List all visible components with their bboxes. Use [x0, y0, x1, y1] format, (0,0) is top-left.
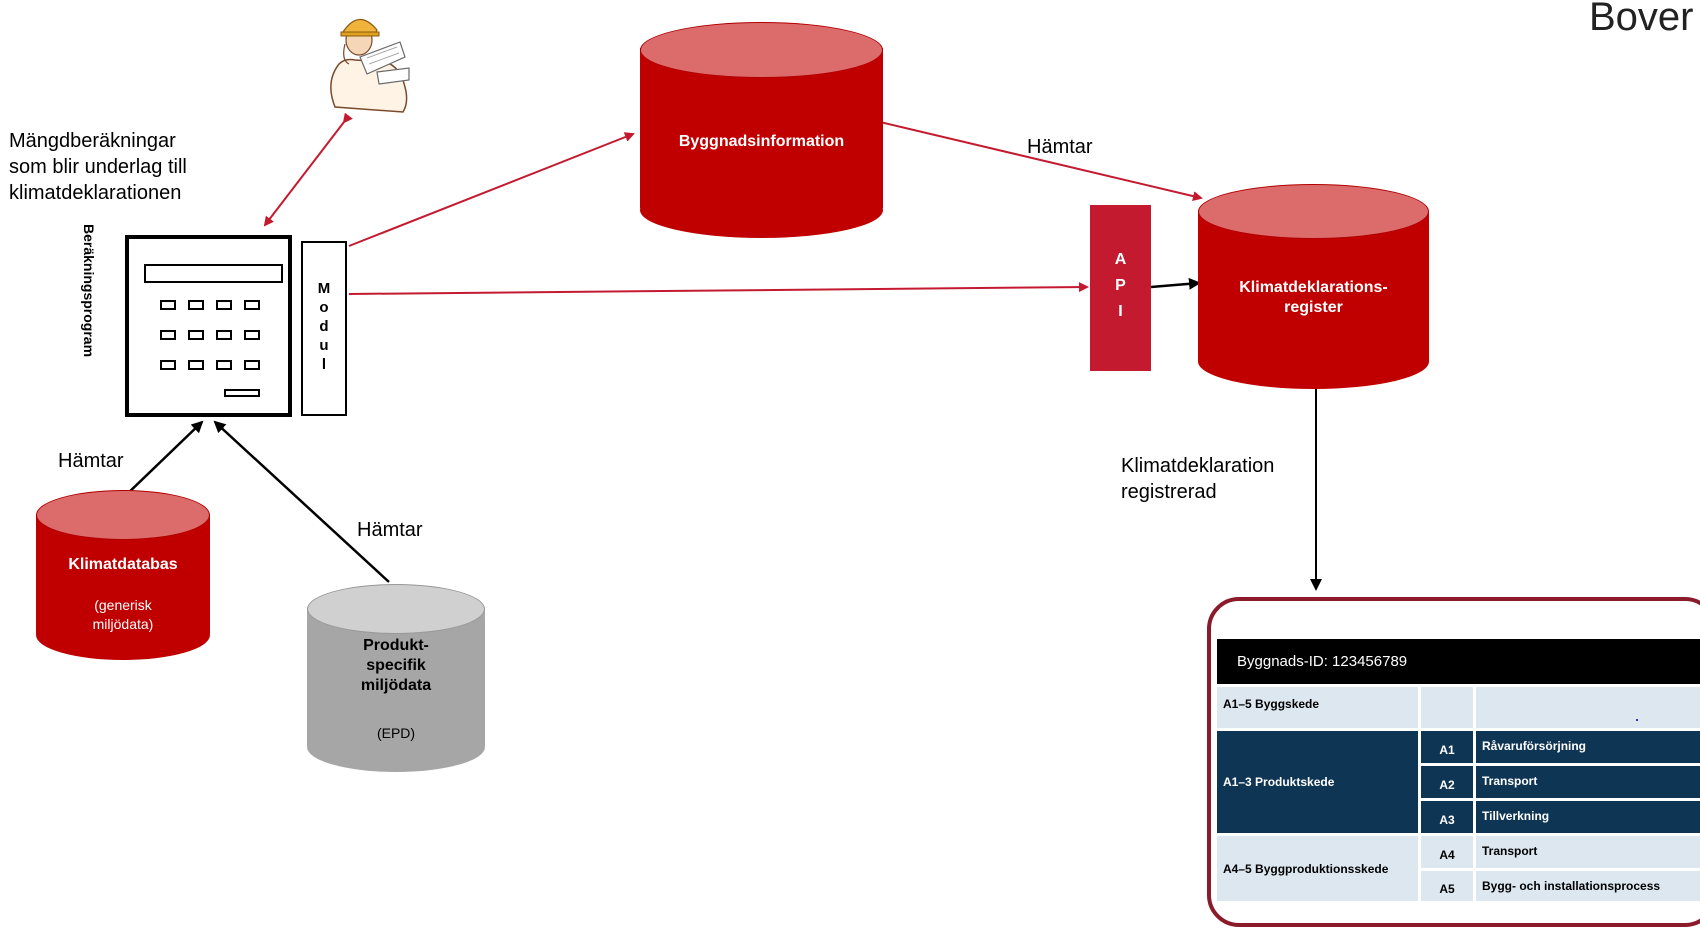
table-cell-name: Tillverkning [1476, 801, 1700, 833]
api-letter: I [1118, 303, 1123, 320]
table-cell-code [1421, 687, 1473, 728]
table-cell-code: A4 [1421, 836, 1473, 868]
table-cell-name: Råvaruförsörjning [1476, 731, 1700, 763]
byggnadsinformation-title: Byggnadsinformation [678, 133, 845, 150]
table-cell-code: A3 [1421, 801, 1473, 833]
klimatdatabas-subtitle: (generisk miljödata) [92, 597, 154, 632]
api-box: A P I [1090, 205, 1151, 371]
arrow-klimatdatabas-calculator [123, 420, 204, 498]
hamtar-label-mid: Hämtar [357, 519, 423, 541]
byggnadsinformation-database: Byggnadsinformation [640, 22, 883, 238]
modul-letter: M [317, 280, 331, 297]
table-cell-name [1476, 687, 1700, 728]
klimatdeklaration-registrerad-label: Klimatdeklaration registrerad [1121, 455, 1275, 503]
produktspecifik-subtitle: (EPD) [376, 725, 416, 741]
klimatdeklarationsregister-title: Klimatdeklarations- register [1239, 279, 1388, 316]
mangdberakningar-label: Mängdberäkningar som blir underlag till … [9, 128, 187, 206]
mangd-line-3: klimatdeklarationen [9, 182, 182, 204]
dot-mark [1636, 719, 1638, 721]
api-letter: P [1115, 277, 1126, 294]
table-cell-group: A4–5 Byggproduktionsskede [1217, 836, 1418, 901]
table-cell-code: A1 [1421, 731, 1473, 763]
arrow-produktspecifik-calculator [213, 420, 390, 583]
table-cell-group: A1–3 Produktskede [1217, 731, 1418, 833]
modul-letter: d [319, 318, 329, 335]
hamtar-label-top: Hämtar [1027, 136, 1093, 158]
table-cell-group: A1–5 Byggskede [1217, 687, 1418, 728]
modul-letter: l [321, 356, 327, 373]
arrow-byggnadsinformation-register [879, 121, 1203, 202]
modul-box: M o d u l [301, 241, 347, 416]
table-cell-code: A2 [1421, 766, 1473, 798]
mangd-line-2: som blir underlag till [9, 156, 187, 178]
arrow-modul-api [348, 282, 1089, 295]
mangd-line-1: Mängdberäkningar [9, 130, 176, 152]
arrow-modul-byggnadsinformation [348, 132, 635, 247]
modul-letter: o [319, 299, 329, 316]
declaration-header: Byggnads-ID: 123456789 [1217, 639, 1700, 684]
hamtar-label-left: Hämtar [58, 450, 124, 472]
table-cell-name: Transport [1476, 836, 1700, 868]
table-cell-code: A5 [1421, 871, 1473, 901]
calculator-icon [125, 235, 292, 417]
table-cell-name: Transport [1476, 766, 1700, 798]
produktspecifik-database: Produkt- specifik miljödata (EPD) [307, 584, 485, 772]
arrow-api-register [1150, 277, 1201, 290]
berakningsprogram-label: Beräkningsprogram [81, 224, 97, 358]
modul-letter: u [319, 337, 329, 354]
klimatdatabas-database: Klimatdatabas (generisk miljödata) [36, 490, 210, 660]
klimatdeklarationsregister-database: Klimatdeklarations- register [1198, 184, 1429, 389]
calculator-display [144, 264, 283, 283]
produktspecifik-title: Produkt- specifik miljödata [360, 637, 432, 694]
boverket-logo: Bover [1589, 0, 1694, 39]
api-letter: A [1114, 251, 1127, 268]
klimatdatabas-title: Klimatdatabas [68, 556, 178, 573]
architect-with-blueprints-icon [330, 18, 410, 113]
arrow-architect-calculator [263, 112, 353, 227]
table-cell-name: Bygg- och installationsprocess [1476, 871, 1700, 901]
